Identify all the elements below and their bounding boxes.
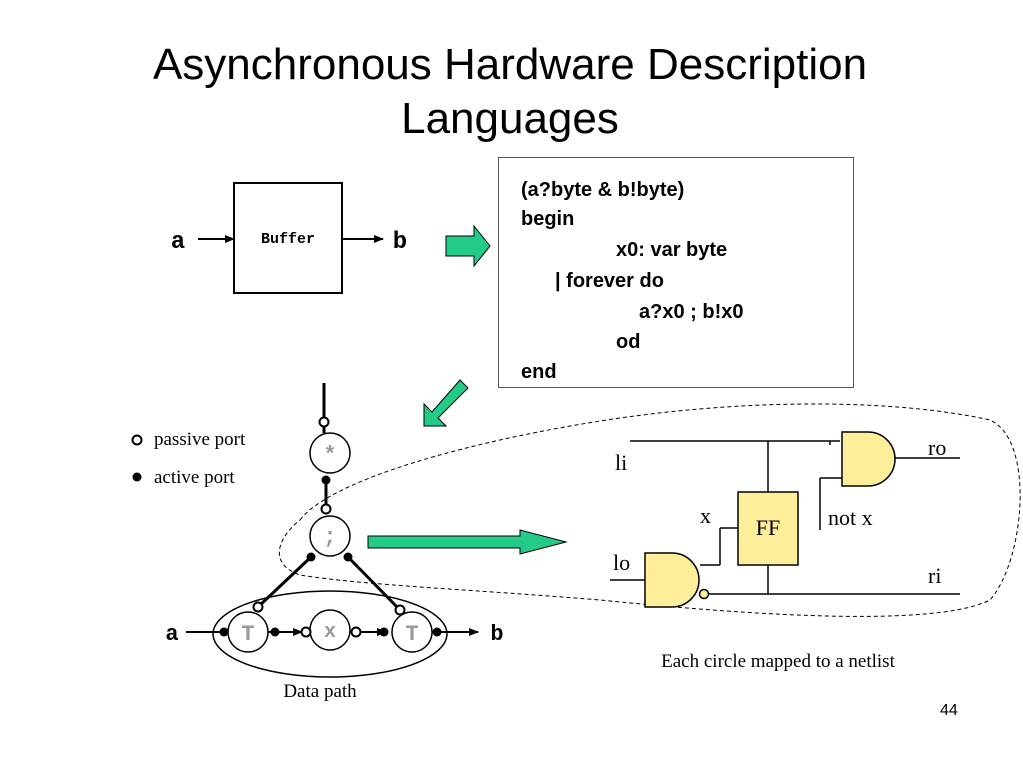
sequence-node	[309, 515, 351, 557]
variable-write-port	[300, 626, 312, 638]
sequence-node-symbol: ;	[323, 525, 336, 550]
not-x-label: not x	[828, 505, 873, 530]
left-t-active-port	[270, 627, 280, 637]
left-transfer-symbol: T	[241, 622, 254, 647]
lo-label: lo	[613, 550, 630, 575]
sequence-passive-port	[320, 503, 332, 515]
netlist-caption: Each circle mapped to a netlist	[661, 651, 895, 672]
buffer-output-label: b	[393, 229, 407, 256]
buffer-box-label: Buffer	[261, 231, 315, 248]
flip-flop-label: FF	[756, 515, 780, 540]
repeat-node	[309, 432, 351, 474]
netlist: FF li ro x not x lo ri Each circle mappe…	[610, 431, 960, 672]
mapping-arrow-right	[367, 529, 568, 555]
nand-gate	[644, 552, 700, 608]
right-t-active-port	[379, 627, 389, 637]
data-path-caption: Data path	[283, 681, 357, 702]
translate-arrow-right	[445, 224, 491, 268]
code-line-5: a?x0 ; b!x0	[639, 301, 744, 323]
active-port-icon	[132, 472, 142, 482]
code-listing-box: (a?byte & b!byte) begin x0: var byte | f…	[498, 157, 854, 388]
legend-active-port: active port	[154, 467, 235, 488]
output-active-port	[432, 627, 442, 637]
netlist-dashed-outline	[278, 403, 1021, 617]
title-line-2: Languages	[401, 94, 619, 143]
translate-arrow-down-left	[423, 379, 469, 427]
code-line-3: x0: var byte	[616, 239, 728, 261]
right-t-passive-port	[394, 604, 406, 616]
variable-read-port	[350, 626, 362, 638]
repeat-active-port	[321, 475, 331, 485]
flip-flop	[737, 491, 799, 566]
nand-inversion-bubble	[698, 588, 710, 600]
input-active-port	[219, 627, 229, 637]
code-line-2: begin	[521, 208, 575, 230]
code-line-4: | forever do	[555, 270, 664, 292]
buffer-box	[233, 182, 343, 294]
handshake-graph: * ; T x T a b Data path	[165, 383, 504, 702]
code-line-1: (a?byte & b!byte)	[521, 179, 685, 201]
sequence-to-left-t-wire	[256, 555, 313, 609]
right-transfer-symbol: T	[405, 622, 418, 647]
code-line-7: end	[521, 361, 557, 383]
and-gate	[841, 431, 896, 487]
slide-title: Asynchronous Hardware Description Langua…	[60, 38, 960, 146]
repeat-node-symbol: *	[323, 443, 336, 468]
variable-symbol: x	[324, 621, 336, 644]
x-label: x	[700, 503, 711, 528]
data-path-input-label: a	[165, 622, 178, 647]
left-t-passive-port	[252, 601, 264, 613]
passive-port-icon	[131, 434, 143, 446]
legend: passive port active port	[131, 429, 246, 488]
li-label: li	[615, 450, 627, 475]
repeat-passive-port	[318, 416, 330, 428]
ri-label: ri	[928, 563, 941, 588]
page-number: 44	[940, 702, 958, 719]
legend-passive-port: passive port	[154, 429, 246, 450]
title-line-1: Asynchronous Hardware Description	[152, 40, 868, 89]
data-path-ellipse	[212, 590, 448, 678]
buffer-input-label: a	[171, 229, 185, 256]
buffer-block: Buffer a b	[171, 182, 407, 294]
ro-label: ro	[928, 435, 946, 460]
code-line-6: od	[616, 331, 641, 353]
data-path-output-label: b	[490, 622, 503, 647]
